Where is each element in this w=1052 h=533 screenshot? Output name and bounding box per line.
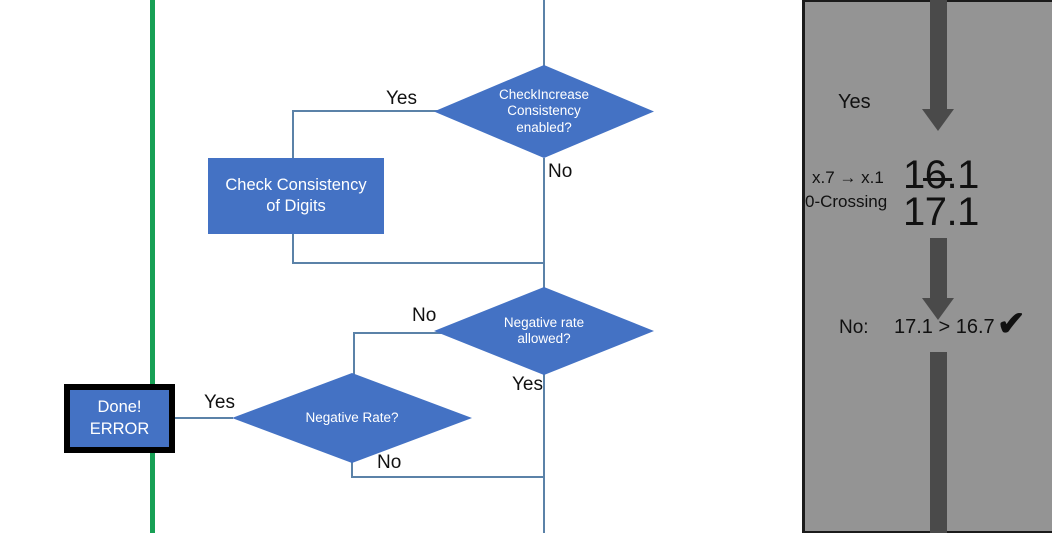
terminator-done-error-line1: Done! <box>97 398 142 417</box>
panel-result-prefix: No: <box>839 317 869 338</box>
decision-negative-rate[interactable]: Negative Rate? <box>232 373 472 463</box>
decision-negative-rate-allowed-line1: Negative rate <box>503 314 585 330</box>
decision-negative-rate-line1: Negative Rate? <box>305 409 399 425</box>
panel-arrow-middle-head <box>922 298 954 320</box>
process-check-consistency-label: Check Consistency of Digits <box>225 175 366 218</box>
panel-yes-label: Yes <box>838 91 871 113</box>
connector-spine-bottom <box>543 476 545 533</box>
connector-negative-rate-allowed-yes <box>543 363 545 477</box>
panel-result-checkmark: ✔ <box>997 305 1026 343</box>
connector-yes-down-to-box <box>292 110 294 196</box>
connector-spine-top <box>543 0 545 88</box>
connector-negrate-allowed-no-horizontal <box>353 332 443 334</box>
panel-arrow-bottom-shaft <box>930 352 947 533</box>
panel-zero-crossing-label: 0-Crossing <box>805 192 888 211</box>
decision-check-increase-line2: Consistency <box>507 103 581 119</box>
panel-arrow-top-head <box>922 109 954 131</box>
connector-negative-rate-yes-horizontal <box>173 417 233 419</box>
panel-transition-label: x.7 → x.1 <box>812 168 884 187</box>
panel-arrow-middle-shaft <box>930 238 947 300</box>
connector-box-return-horizontal <box>292 262 545 264</box>
connector-check-increase-no <box>543 158 545 264</box>
panel-result-inequality: 17.1 > 16.7 <box>894 316 995 338</box>
decision-negative-rate-label: Negative Rate? <box>297 410 406 426</box>
edge-label-negative-rate-yes: Yes <box>204 392 235 413</box>
decision-check-increase-consistency[interactable]: CheckIncrease Consistency enabled? <box>434 65 654 158</box>
edge-label-negative-rate-no: No <box>377 452 402 473</box>
edge-label-check-increase-yes: Yes <box>386 88 417 109</box>
decision-negative-rate-allowed[interactable]: Negative rate allowed? <box>434 287 654 375</box>
connector-check-increase-yes-horizontal <box>292 110 442 112</box>
terminator-done-error-label: Done! ERROR <box>90 397 150 440</box>
edge-label-negative-rate-allowed-yes: Yes <box>512 374 543 395</box>
annotation-panel: Yes x.7 → x.1 0-Crossing 16.1 17.1 No: 1… <box>802 0 1052 533</box>
connector-to-negative-rate-allowed <box>543 263 545 306</box>
edge-label-check-increase-no: No <box>548 161 573 182</box>
process-check-consistency-line1: Check Consistency <box>225 175 367 194</box>
edge-label-negative-rate-allowed-no: No <box>412 305 437 326</box>
connector-negative-rate-no-horizontal <box>351 476 545 478</box>
decision-negative-rate-allowed-label: Negative rate allowed? <box>496 315 592 348</box>
decision-negative-rate-allowed-line2: allowed? <box>517 331 571 346</box>
terminator-done-error[interactable]: Done! ERROR <box>64 384 175 453</box>
decision-check-increase-line3: enabled? <box>516 119 572 135</box>
terminator-done-error-line2: ERROR <box>89 419 150 438</box>
green-divider-line <box>150 0 155 533</box>
panel-arrow-top-shaft <box>930 0 947 110</box>
decision-check-increase-label: CheckIncrease Consistency enabled? <box>491 87 597 136</box>
panel-value-current: 17.1 <box>903 190 979 234</box>
panel-value-struck-strikethrough <box>923 178 952 181</box>
decision-check-increase-line1: CheckIncrease <box>498 86 590 102</box>
panel-value-struck: 16.1 <box>903 153 979 197</box>
process-check-consistency-line2: of Digits <box>266 197 326 215</box>
process-check-consistency-of-digits[interactable]: Check Consistency of Digits <box>208 158 384 234</box>
